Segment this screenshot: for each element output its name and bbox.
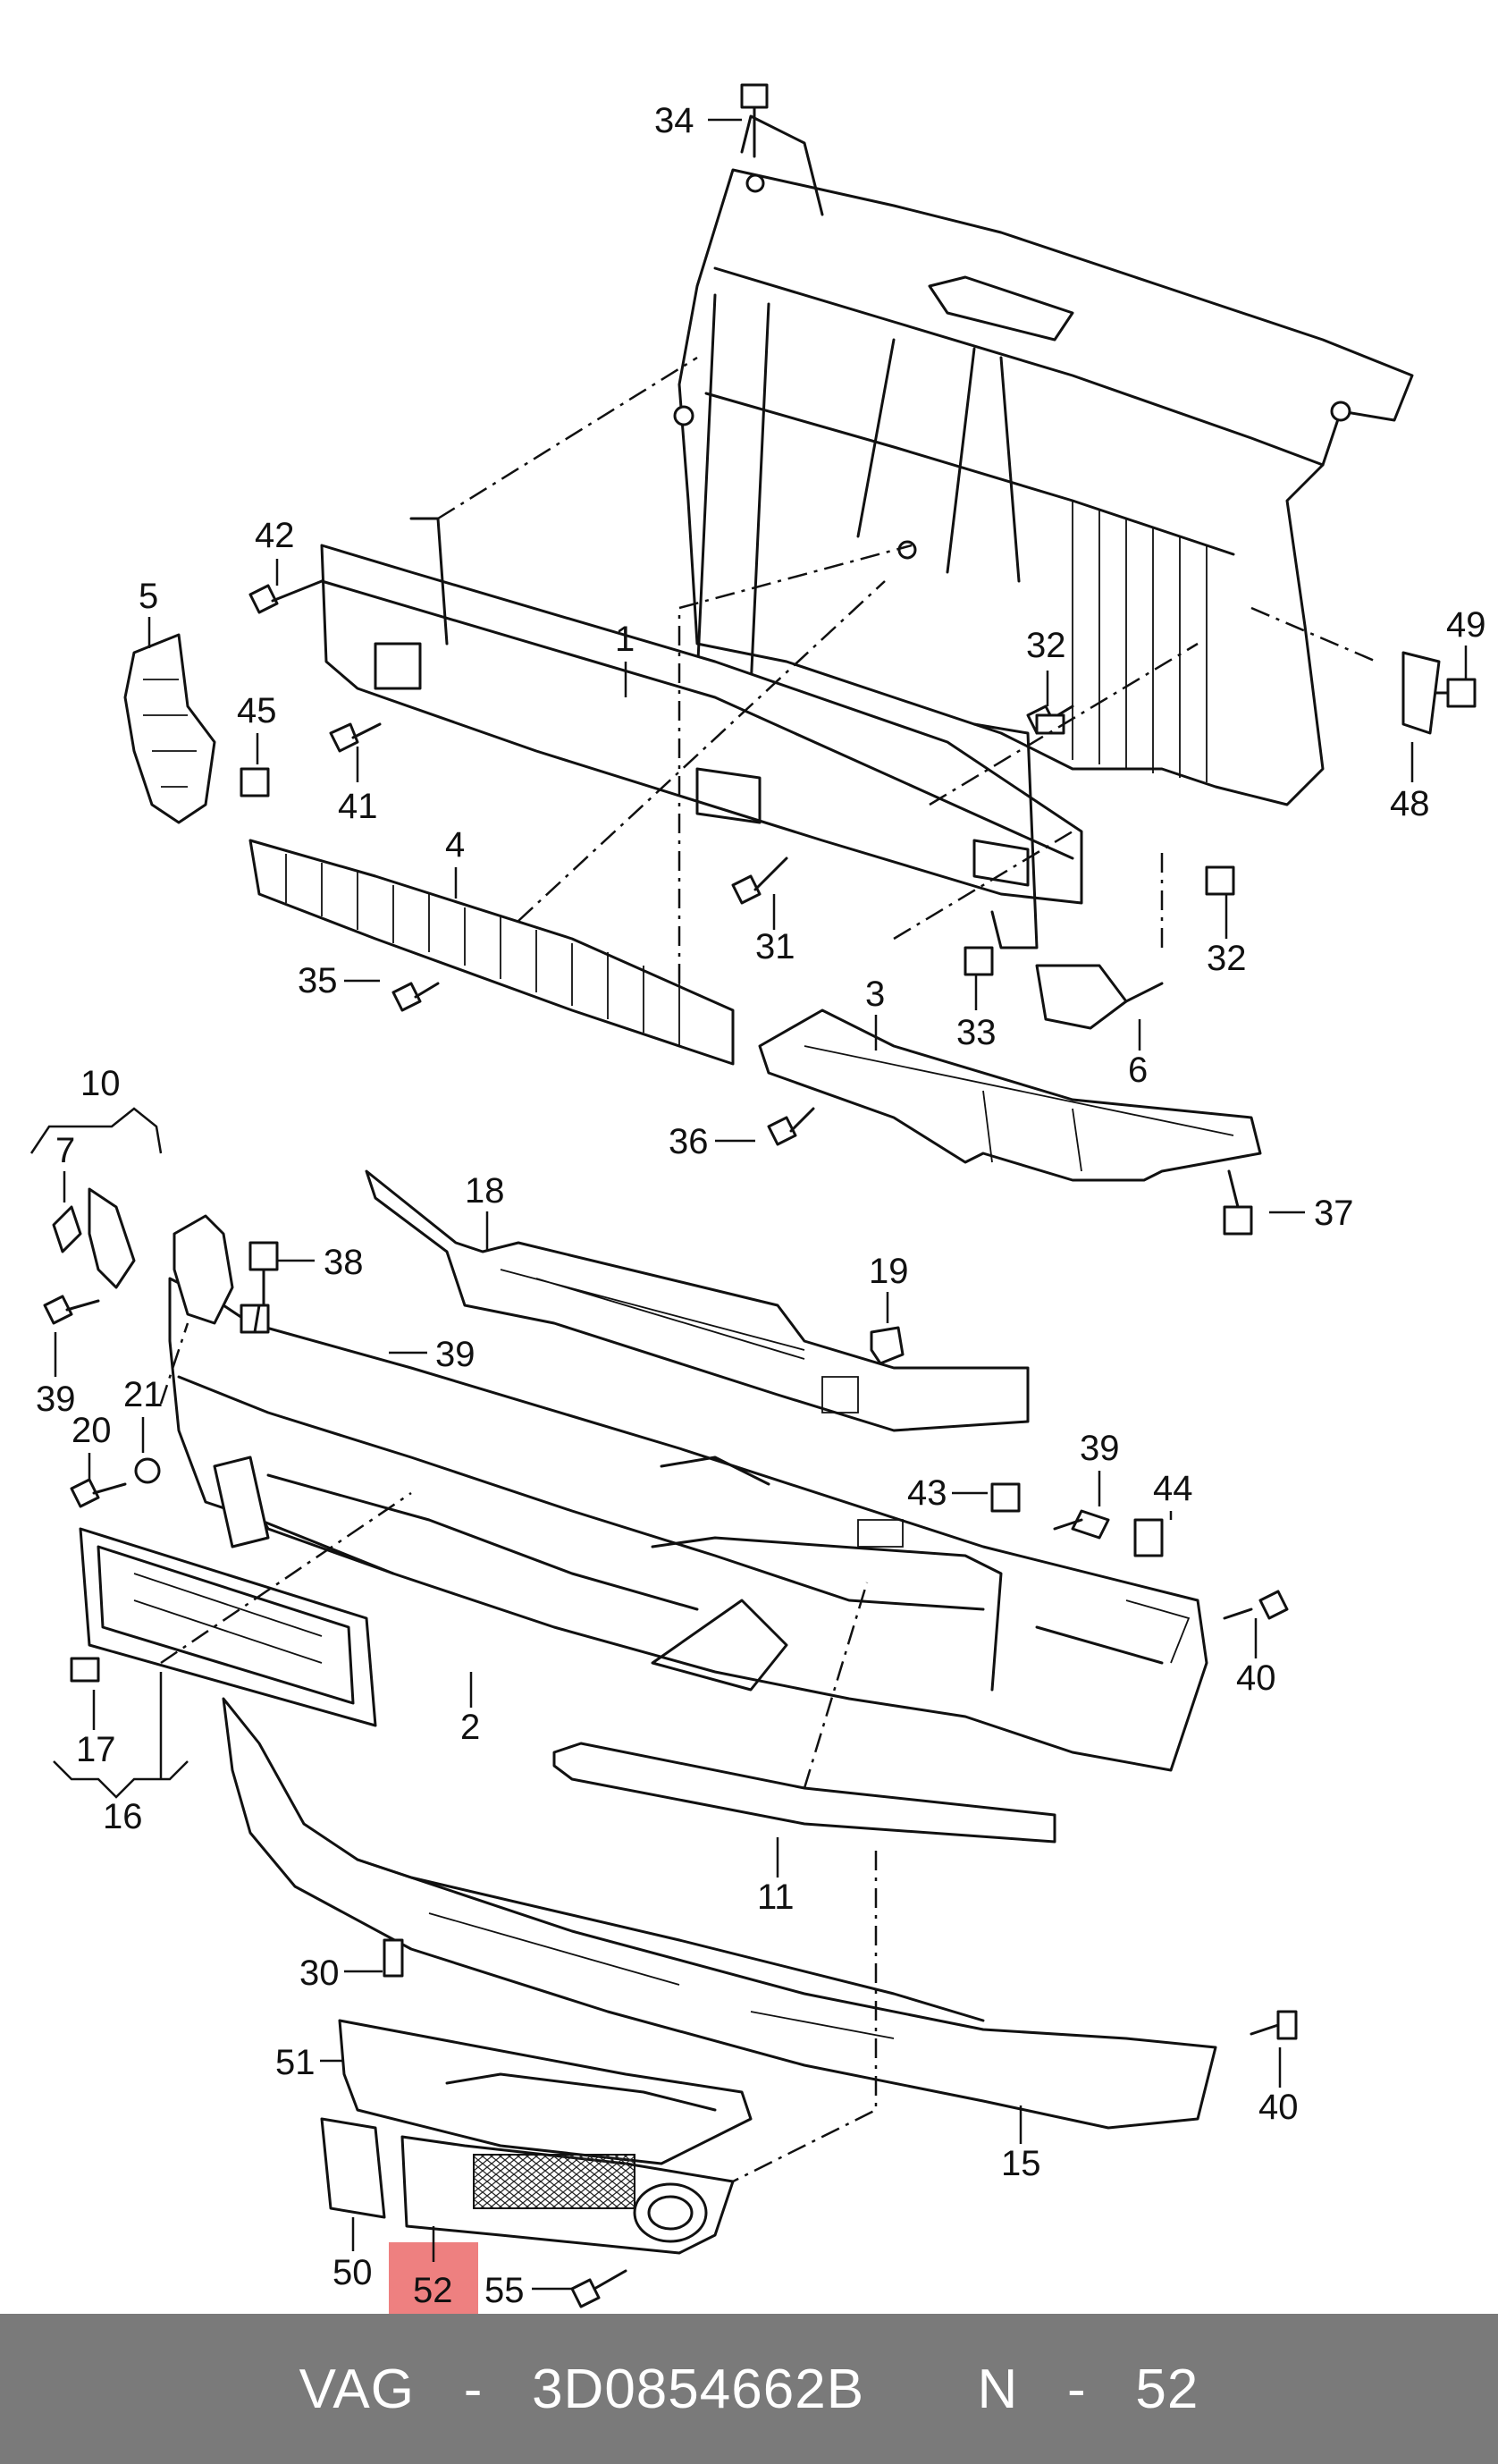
callout-49: 49 <box>1446 605 1486 645</box>
callout-34: 34 <box>654 101 694 140</box>
callout-45: 45 <box>237 691 277 730</box>
callout-51: 51 <box>275 2043 316 2082</box>
callout-18: 18 <box>465 1171 505 1211</box>
callout-3: 3 <box>865 975 885 1014</box>
callout-2: 2 <box>460 1708 480 1747</box>
footer-position-dash: - <box>1067 2358 1087 2420</box>
callout-52: 52 <box>413 2271 453 2310</box>
callout-5: 5 <box>139 577 158 616</box>
part-number-footer: VAG - 3D0854662B N - 52 <box>0 2314 1498 2464</box>
callout-39-left: 39 <box>36 1380 76 1419</box>
callout-40-lower: 40 <box>1258 2088 1299 2127</box>
bracket-5 <box>123 633 216 824</box>
energy-absorber-4 <box>248 839 735 1066</box>
callout-1: 1 <box>615 620 635 659</box>
callout-55: 55 <box>484 2271 525 2310</box>
callout-16: 16 <box>103 1797 143 1836</box>
callout-38: 38 <box>324 1243 364 1282</box>
callout-4: 4 <box>445 825 465 865</box>
callout-17: 17 <box>76 1730 116 1769</box>
callout-39-mid: 39 <box>435 1335 475 1374</box>
side-bracket-10 <box>52 1187 234 1325</box>
callout-30: 30 <box>299 1953 340 1993</box>
cover-50 <box>320 2117 386 2219</box>
screws-lower <box>43 1241 1298 2308</box>
callout-11: 11 <box>757 1878 795 1917</box>
footer-position-prefix: N <box>977 2358 1019 2420</box>
callout-19: 19 <box>869 1252 909 1291</box>
callout-6: 6 <box>1128 1051 1148 1090</box>
license-plate-base-16 <box>79 1527 377 1727</box>
callout-20: 20 <box>72 1411 112 1450</box>
callout-36: 36 <box>669 1122 709 1161</box>
footer-brand: VAG <box>299 2358 415 2420</box>
footer-dash: - <box>463 2358 484 2420</box>
callout-37: 37 <box>1314 1194 1354 1233</box>
footer-text: VAG - 3D0854662B N - 52 <box>299 2358 1199 2421</box>
fog-grille-52 <box>400 2135 735 2255</box>
callouts: 34 42 5 1 45 41 4 32 49 48 31 32 <box>29 101 1486 2314</box>
spoiler-15 <box>222 1697 1217 2130</box>
footer-position-number: 52 <box>1135 2358 1199 2420</box>
bumper-bracket-18 <box>365 1169 1030 1432</box>
trim-strip-11 <box>552 1742 1056 1844</box>
callout-50: 50 <box>332 2253 373 2292</box>
callout-43: 43 <box>907 1473 947 1513</box>
callout-44: 44 <box>1153 1469 1193 1508</box>
footer-part-number: 3D0854662B <box>532 2358 865 2420</box>
callout-42: 42 <box>255 516 295 555</box>
screws-upper <box>240 579 1477 1236</box>
callout-33: 33 <box>956 1013 997 1052</box>
bumper-cover-2 <box>168 1277 1208 1772</box>
callout-39-right: 39 <box>1080 1429 1120 1468</box>
leader-lines <box>159 356 1377 2183</box>
callout-15: 15 <box>1001 2144 1041 2183</box>
callout-10: 10 <box>80 1064 121 1103</box>
callout-48: 48 <box>1390 784 1430 823</box>
callout-32-upper: 32 <box>1026 626 1066 665</box>
grille-51 <box>338 2019 753 2165</box>
callout-21: 21 <box>123 1375 164 1414</box>
lock-carrier-assembly <box>673 114 1414 806</box>
guide-bracket-3 <box>758 1008 1262 1182</box>
callout-32-lower: 32 <box>1207 939 1247 978</box>
impact-beam-1 <box>320 517 1083 949</box>
callout-41: 41 <box>338 787 378 826</box>
cap-19 <box>870 1326 905 1365</box>
callout-35: 35 <box>298 961 338 1000</box>
callout-7: 7 <box>55 1131 75 1170</box>
callout-40-upper: 40 <box>1236 1658 1276 1698</box>
callout-31: 31 <box>755 927 795 966</box>
bolt-34 <box>740 83 769 158</box>
